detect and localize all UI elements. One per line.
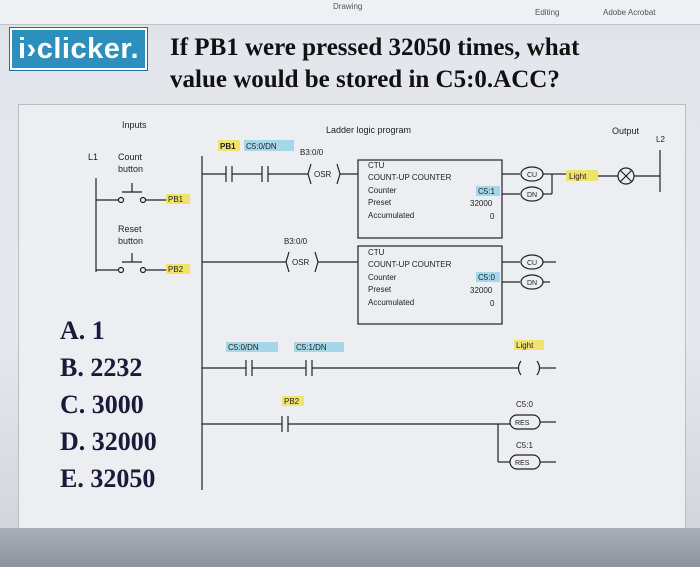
ctu2-preset-value: 32000	[470, 286, 493, 295]
hl-output-light	[566, 170, 598, 181]
rail-l1: L1	[88, 152, 98, 162]
ctu2-label: CTU	[368, 248, 385, 257]
rung1-osr-addr: B3:0/0	[300, 148, 324, 157]
rung1-contact1-label: PB1	[220, 142, 236, 151]
answer-d[interactable]: D. 32000	[60, 427, 157, 456]
hl-c51	[476, 186, 500, 196]
res1-addr: C5:0	[516, 400, 533, 409]
answer-c[interactable]: C. 3000	[60, 390, 144, 419]
answer-a[interactable]: A. 1	[60, 316, 105, 345]
ctu2-counter-label: Counter	[368, 273, 397, 282]
ctu1-cu: CU	[527, 172, 537, 179]
answer-list: A. 1 B. 2232 C. 3000 D. 32000 E. 32050	[60, 312, 157, 497]
light-coil-right	[536, 360, 541, 376]
toolbar-editing[interactable]: Editing	[535, 8, 560, 17]
ctu2-title: COUNT-UP COUNTER	[368, 260, 452, 269]
hl-rung3-c50dn	[226, 342, 278, 352]
rung1-contact2-label: C5:0/DN	[246, 142, 277, 151]
ctu2-acc-label: Accumulated	[368, 298, 414, 307]
rung1-osr-left	[307, 163, 312, 185]
pb2-terminal-a	[117, 266, 125, 274]
question-line-2: value would be stored in C5:0.ACC?	[170, 66, 560, 93]
hl-c50dn	[244, 140, 294, 151]
ctu1-box	[357, 159, 503, 239]
res2-label: RES	[515, 460, 530, 467]
ctu1-preset-label: Preset	[368, 198, 392, 207]
pb1-terminal-a	[117, 196, 125, 204]
rung2-osr-right	[314, 251, 319, 273]
rung3-coil-label: Light	[516, 341, 534, 350]
input-pb2-label: PB2	[168, 265, 184, 274]
ctu1-preset-value: 32000	[470, 199, 493, 208]
ctu1-dn: DN	[527, 192, 537, 199]
toolbar-adobe-acrobat[interactable]: Adobe Acrobat	[603, 8, 656, 17]
ctu1-title: COUNT-UP COUNTER	[368, 173, 452, 182]
ctu2-cu: CU	[527, 260, 537, 267]
ctu2-preset-label: Preset	[368, 285, 392, 294]
res1-label: RES	[515, 420, 530, 427]
count-button-line2: button	[118, 164, 143, 174]
hl-rung3-light	[514, 340, 544, 350]
ctu1-acc-value: 0	[490, 212, 495, 221]
pb1-terminal-b	[139, 196, 147, 204]
hl-input-pb2	[166, 264, 190, 274]
reset-button-line2: button	[118, 236, 143, 246]
ctu1-acc-label: Accumulated	[368, 211, 414, 220]
hl-rung4-pb2	[282, 396, 304, 406]
hl-c50	[476, 272, 500, 282]
ctu2-box	[357, 245, 503, 325]
output-title: Output	[612, 126, 640, 136]
rung1-osr: OSR	[314, 170, 332, 179]
rung2-osr: OSR	[292, 258, 310, 267]
hl-pb1	[218, 140, 240, 151]
ctu1-counter-label: Counter	[368, 186, 397, 195]
rung2-osr-addr: B3:0/0	[284, 237, 308, 246]
output-light-label: Light	[569, 172, 587, 181]
ladder-title: Ladder logic program	[326, 125, 411, 135]
rung3-contact1-label: C5:0/DN	[228, 343, 259, 352]
toolbar-drawing[interactable]: Drawing	[333, 2, 363, 11]
iclicker-logo: i›clicker.	[10, 28, 148, 70]
ctu2-dn: DN	[527, 280, 537, 287]
top-toolbar: Drawing Editing Adobe Acrobat	[0, 0, 700, 25]
input-pb1-label: PB1	[168, 195, 184, 204]
ctu1-counter-value: C5:1	[478, 187, 495, 196]
ctu1-label: CTU	[368, 161, 385, 170]
light-coil-left	[517, 360, 522, 376]
reset-button-line1: Reset	[118, 224, 142, 234]
monitor-bezel	[0, 528, 700, 567]
ctu2-acc-value: 0	[490, 299, 495, 308]
rung2-osr-left	[285, 251, 290, 273]
hl-input-pb1	[166, 194, 190, 204]
inputs-title: Inputs	[122, 120, 147, 130]
rung3-contact2-label: C5:1/DN	[296, 343, 327, 352]
question-line-1: If PB1 were pressed 32050 times, what	[170, 34, 580, 61]
rung1-osr-right	[336, 163, 341, 185]
rung4-contact-label: PB2	[284, 397, 300, 406]
answer-b[interactable]: B. 2232	[60, 353, 143, 382]
answer-e[interactable]: E. 32050	[60, 464, 156, 493]
rail-l2: L2	[656, 135, 665, 144]
pb2-terminal-b	[139, 266, 147, 274]
hl-rung3-c51dn	[294, 342, 344, 352]
ctu2-counter-value: C5:0	[478, 273, 495, 282]
count-button-line1: Count	[118, 152, 143, 162]
res2-addr: C5:1	[516, 441, 533, 450]
